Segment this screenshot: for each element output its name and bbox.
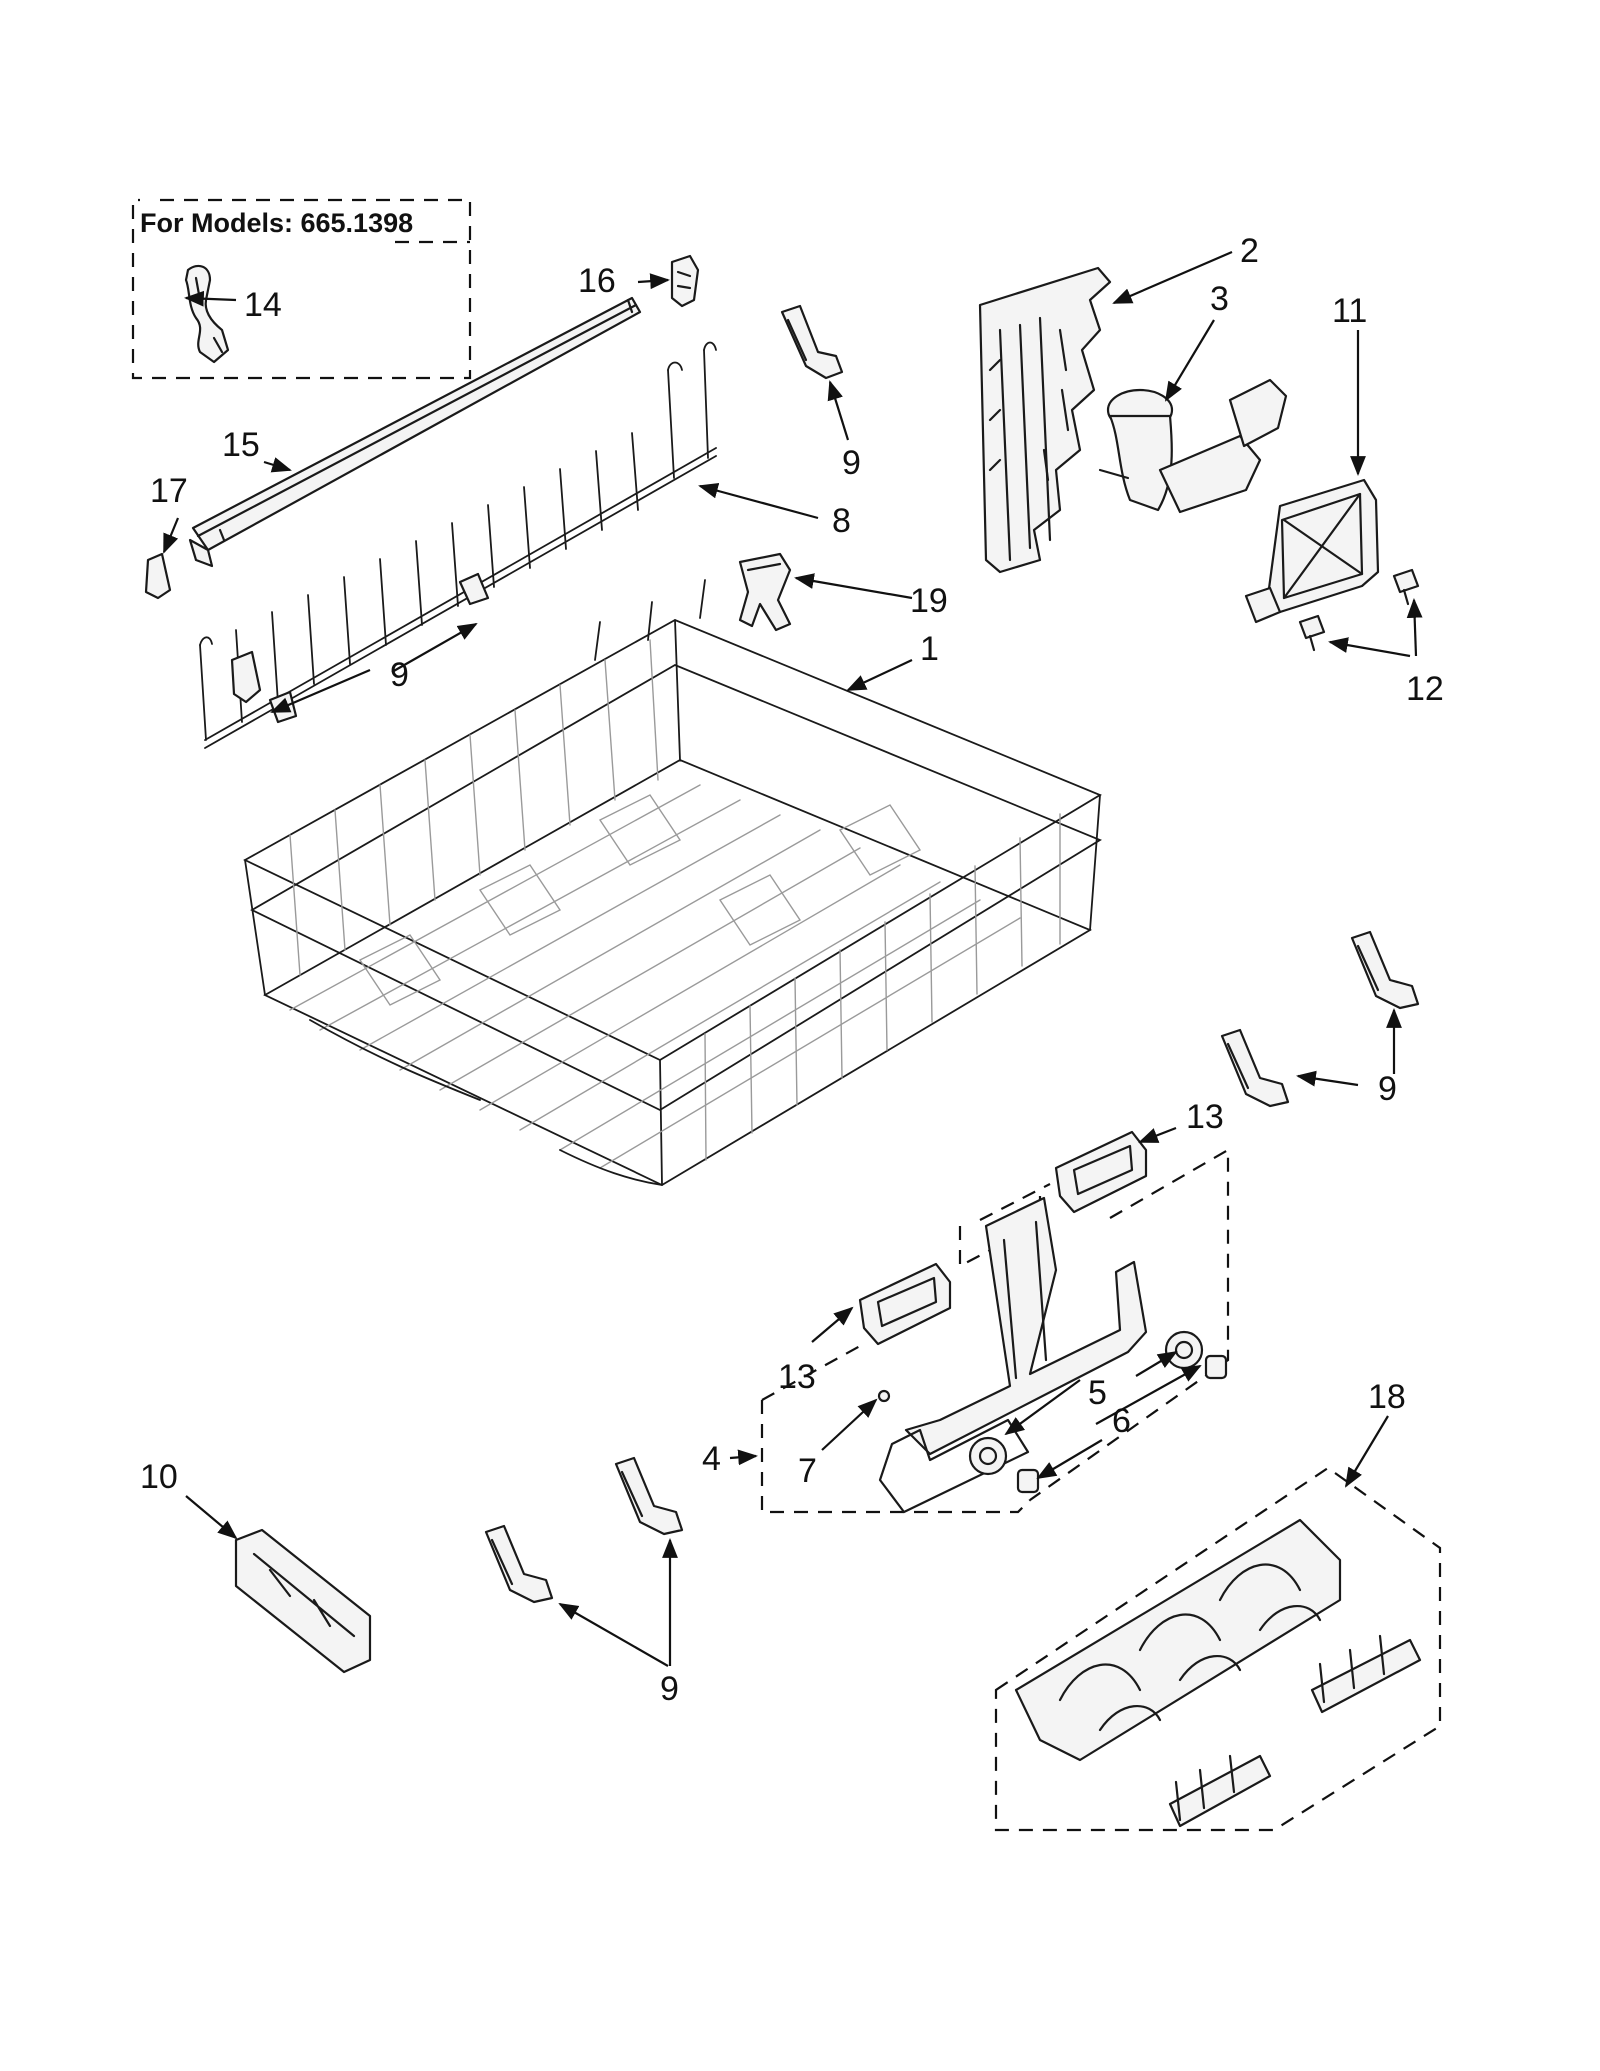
part-13-slide-left	[858, 1262, 952, 1346]
model-note-box: For Models: 665.1398	[131, 198, 472, 380]
callout-8: 8	[832, 502, 851, 540]
callout-17: 17	[150, 472, 188, 510]
callout-1: 1	[920, 630, 939, 668]
part-4-assembly	[760, 1148, 1230, 1514]
callout-16: 16	[578, 262, 616, 300]
part-17-cap	[144, 552, 172, 600]
callout-9-bottom: 9	[660, 1670, 679, 1708]
part-9-right-clip-upper	[1350, 930, 1420, 1010]
part-19-clip	[738, 552, 792, 632]
callout-5: 5	[1088, 1374, 1107, 1412]
callout-12: 12	[1406, 670, 1444, 708]
callout-13-left: 13	[778, 1358, 816, 1396]
part-3-valve	[1098, 378, 1288, 514]
callout-6: 6	[1112, 1402, 1131, 1440]
callout-11: 11	[1332, 292, 1367, 330]
callout-14: 14	[244, 286, 282, 324]
part-8-tine-row	[199, 341, 717, 749]
part-18-tray	[994, 1466, 1442, 1832]
callout-19: 19	[910, 582, 948, 620]
part-14-clip	[184, 264, 230, 364]
callout-10: 10	[140, 1458, 178, 1496]
callout-9-top: 9	[842, 444, 861, 482]
part-10-bracket	[234, 1528, 372, 1674]
part-13-slide-right	[1054, 1130, 1148, 1214]
part-11-panel	[1244, 478, 1380, 624]
callout-13-right: 13	[1186, 1098, 1224, 1136]
callout-labels: 1 2 3 4 5 6 7 8 9 9 9 9 10 11 12 13 13 1…	[140, 232, 1444, 1708]
part-9-right-clip-lower	[1220, 1028, 1290, 1108]
leader-lines	[162, 250, 1423, 1667]
callout-4: 4	[702, 1440, 721, 1478]
part-2-housing	[978, 266, 1112, 574]
model-note-text: For Models: 665.1398	[140, 208, 413, 238]
part-9-bottom-clip-right	[614, 1456, 684, 1536]
part-15-rail	[188, 296, 642, 568]
callout-3: 3	[1210, 280, 1229, 318]
callout-18: 18	[1368, 1378, 1406, 1416]
callout-9-tines: 9	[390, 656, 409, 694]
part-16-clip	[670, 254, 700, 308]
callout-7: 7	[798, 1452, 817, 1490]
part-9-bottom-clip-left	[484, 1524, 554, 1604]
part-1-upper-rack	[243, 579, 1102, 1187]
callout-15: 15	[222, 426, 260, 464]
callout-9-right: 9	[1378, 1070, 1397, 1108]
part-9-top-clip	[780, 304, 844, 380]
callout-2: 2	[1240, 232, 1259, 270]
